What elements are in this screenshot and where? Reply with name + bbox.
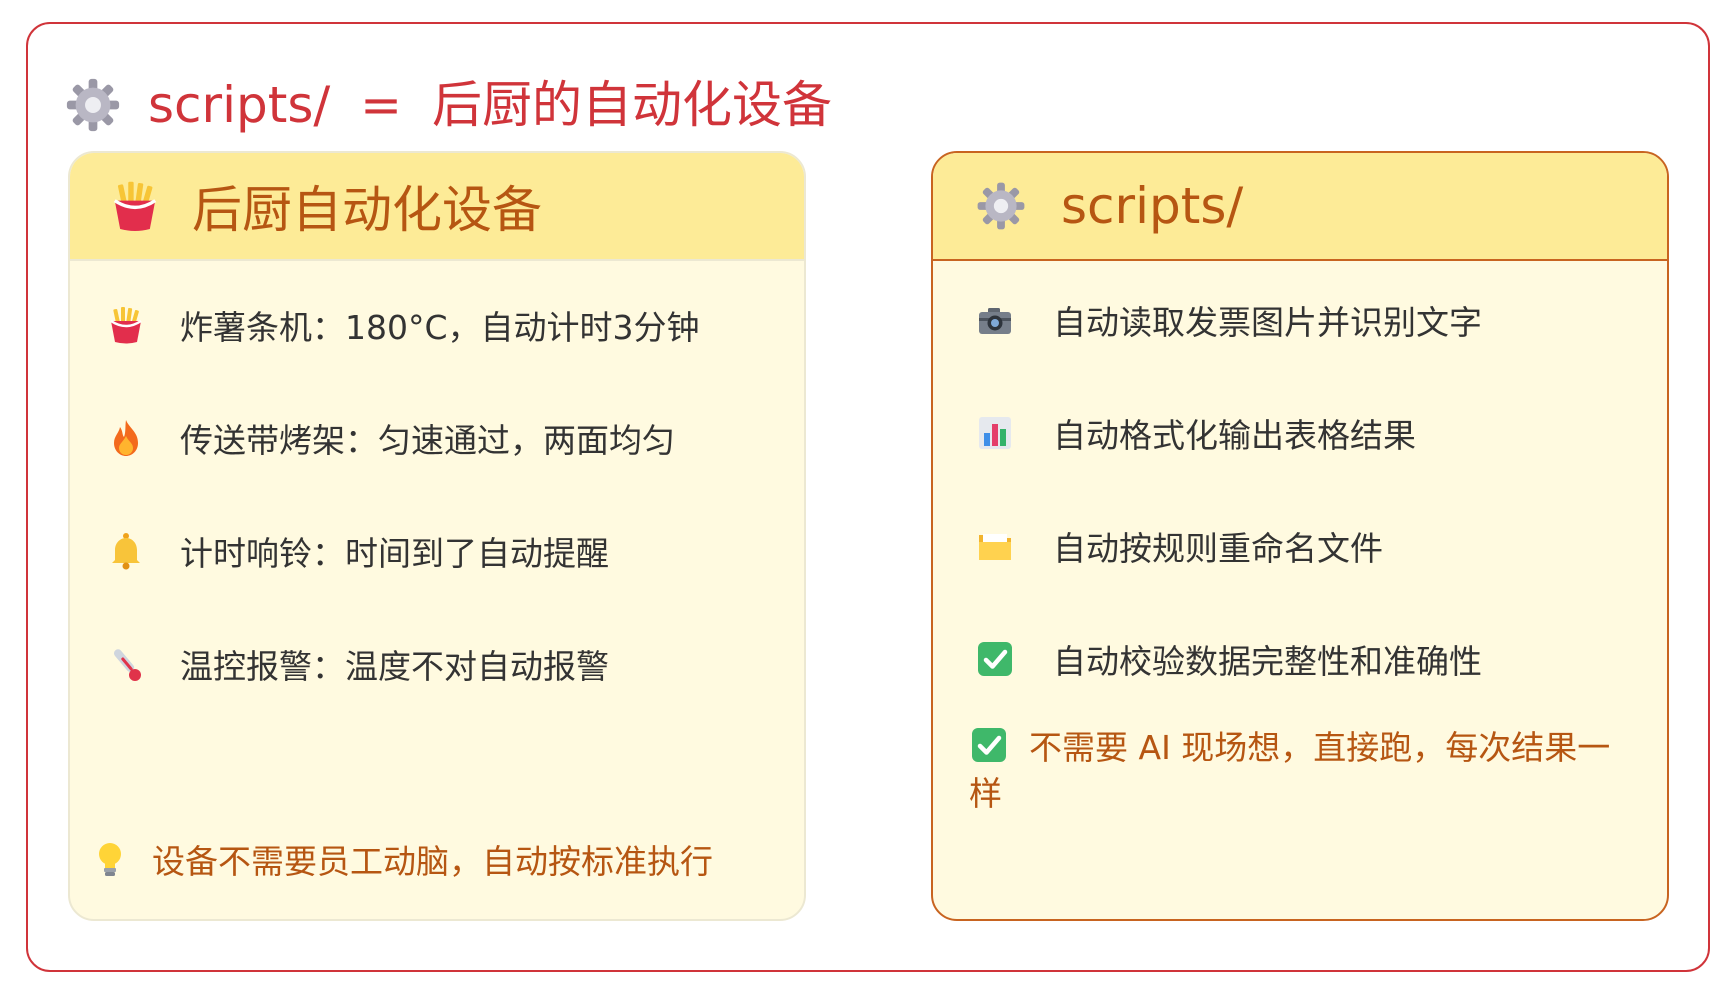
kitchen-panel-header: 后厨自动化设备	[70, 153, 804, 261]
kitchen-item-text: 计时响铃：时间到了自动提醒	[180, 534, 609, 573]
scripts-note: 不需要 AI 现场想，直接跑，每次结果一样	[969, 725, 1629, 817]
title-equals: =	[360, 76, 403, 134]
scripts-panel-title: scripts/	[1061, 177, 1244, 235]
fire-icon	[106, 418, 146, 458]
scripts-panel-header: scripts/	[933, 153, 1667, 261]
kitchen-panel-title: 后厨自动化设备	[192, 181, 542, 239]
fries-icon	[106, 305, 146, 345]
scripts-item-text: 自动读取发票图片并识别文字	[1053, 303, 1482, 342]
scripts-item: 自动按规则重命名文件	[975, 522, 1647, 570]
kitchen-item: 温控报警：温度不对自动报警	[106, 640, 784, 688]
folder-icon	[975, 526, 1015, 566]
gear-icon	[64, 76, 122, 134]
scripts-item: 自动读取发票图片并识别文字	[975, 296, 1647, 344]
scripts-item-text: 自动按规则重命名文件	[1053, 529, 1383, 568]
camera-icon	[975, 300, 1015, 340]
bar-chart-icon	[975, 413, 1015, 453]
title-code: scripts/	[148, 76, 331, 134]
scripts-item: 自动校验数据完整性和准确性	[975, 635, 1647, 683]
gear-icon	[975, 180, 1027, 232]
scripts-item-text: 自动格式化输出表格结果	[1053, 416, 1416, 455]
kitchen-tip-text: 设备不需要员工动脑，自动按标准执行	[152, 842, 713, 881]
kitchen-item-text: 炸薯条机：180°C，自动计时3分钟	[180, 308, 700, 347]
kitchen-item-text: 温控报警：温度不对自动报警	[180, 647, 609, 686]
kitchen-item: 传送带烤架：匀速通过，两面均匀	[106, 414, 784, 462]
thermometer-icon	[106, 644, 146, 684]
scripts-note-text: 不需要 AI 现场想，直接跑，每次结果一样	[969, 728, 1611, 813]
scripts-panel: scripts/ 自动读取发票图片并识别文字 自动格式化输出表格结果 自动按规则…	[931, 151, 1669, 921]
scripts-item-text: 自动校验数据完整性和准确性	[1053, 642, 1482, 681]
check-icon	[969, 725, 1009, 765]
kitchen-tip: 设备不需要员工动脑，自动按标准执行	[90, 835, 713, 883]
kitchen-panel: 后厨自动化设备 炸薯条机：180°C，自动计时3分钟 传送带烤架：匀速通过，两面…	[68, 151, 806, 921]
lightbulb-icon	[90, 839, 130, 879]
title-text: 后厨的自动化设备	[431, 76, 832, 134]
main-title: scripts/ = 后厨的自动化设备	[64, 76, 832, 134]
fries-icon	[108, 179, 162, 233]
check-icon	[975, 639, 1015, 679]
kitchen-item: 计时响铃：时间到了自动提醒	[106, 527, 784, 575]
diagram-frame: scripts/ = 后厨的自动化设备 后厨自动化设备 炸薯条机：180°C，自…	[26, 22, 1710, 972]
scripts-item: 自动格式化输出表格结果	[975, 409, 1647, 457]
kitchen-item-text: 传送带烤架：匀速通过，两面均匀	[180, 421, 675, 460]
bell-icon	[106, 531, 146, 571]
kitchen-item: 炸薯条机：180°C，自动计时3分钟	[106, 301, 784, 349]
